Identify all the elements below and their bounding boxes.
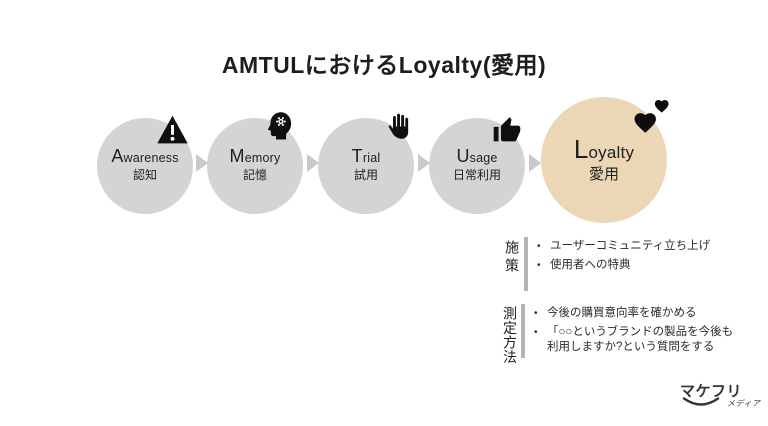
- stage-usage-label: Usage: [456, 146, 498, 166]
- bullet-text: ユーザーコミュニティ立ち上げ: [550, 240, 711, 252]
- list-item: • 「○○というブランドの製品を今後も利用しますか?という質問をする: [534, 325, 756, 356]
- list-item: • ユーザーコミュニティ立ち上げ: [537, 239, 759, 255]
- stage-memory-rest: emory: [244, 151, 281, 165]
- stage-memory-initial: M: [229, 146, 245, 166]
- stage-usage-initial: U: [456, 146, 470, 166]
- head-gear-icon: [264, 110, 294, 141]
- bullet-text: 「○○というブランドの製品を今後も利用しますか?という質問をする: [547, 325, 734, 354]
- stage-memory: Memory 記憶: [207, 118, 303, 214]
- stage-loyalty-jp: 愛用: [588, 166, 619, 183]
- stage-memory-label: Memory: [229, 146, 281, 166]
- logo-sub-text: メディア: [727, 399, 761, 408]
- hearts-icon: [631, 97, 673, 141]
- stage-awareness-initial: A: [111, 146, 124, 166]
- list-item: • 今後の購買意向率を確かめる: [534, 306, 756, 322]
- smile-curve-icon: [682, 395, 720, 413]
- flow-arrow-icon: [307, 154, 319, 172]
- stage-trial-jp: 試用: [353, 168, 378, 182]
- warning-icon: [156, 114, 189, 146]
- stage-trial-rest: rial: [362, 151, 381, 165]
- logo-brand-text: マケフリ: [680, 383, 743, 400]
- bullet-icon: •: [537, 259, 541, 271]
- stage-awareness-label: Awareness: [111, 146, 179, 166]
- flow-arrow-icon: [196, 154, 208, 172]
- stage-loyalty-initial: L: [573, 134, 589, 164]
- thumbs-up-icon: [492, 116, 522, 145]
- stage-loyalty-rest: oyalty: [588, 143, 635, 162]
- section-method-bullets: • 今後の購買意向率を確かめる • 「○○というブランドの製品を今後も利用します…: [534, 306, 756, 359]
- section-divider-bar: [524, 237, 528, 291]
- section-method-label: 測定方法: [502, 306, 518, 364]
- raised-hand-icon: [386, 111, 414, 142]
- stage-awareness-rest: wareness: [123, 151, 179, 165]
- stage-usage-jp: 日常利用: [452, 168, 501, 182]
- flow-arrow-icon: [418, 154, 430, 172]
- bullet-icon: •: [534, 308, 538, 319]
- bullet-icon: •: [537, 241, 541, 252]
- stage-trial-label: Trial: [351, 146, 381, 166]
- section-divider-bar: [521, 304, 525, 358]
- list-item: • 使用者への特典: [537, 258, 759, 274]
- section-measures-label: 施策: [504, 240, 520, 276]
- stage-usage-rest: sage: [469, 151, 498, 165]
- stage-awareness-jp: 認知: [132, 168, 157, 182]
- stage-loyalty-label: Loyalty: [574, 136, 635, 164]
- stage-memory-jp: 記憶: [242, 168, 267, 182]
- makefri-logo: マケフリ メディア: [676, 380, 762, 414]
- flow-arrow-icon: [529, 154, 541, 172]
- section-measures-bullets: • ユーザーコミュニティ立ち上げ • 使用者への特典: [537, 239, 759, 276]
- bullet-text: 使用者への特典: [550, 258, 631, 271]
- stage-trial-initial: T: [351, 146, 363, 166]
- page-title: AMTULにおけるLoyalty(愛用): [221, 52, 547, 78]
- bullet-text: 今後の購買意向率を確かめる: [547, 307, 697, 319]
- bullet-icon: •: [534, 326, 538, 338]
